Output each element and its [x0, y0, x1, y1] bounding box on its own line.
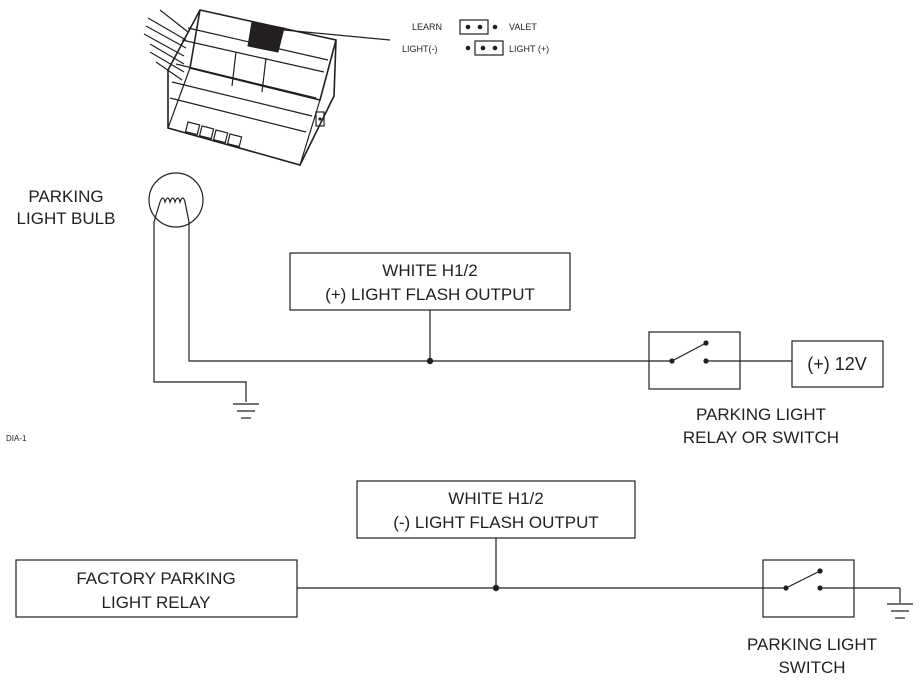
- jumper-pin: [492, 24, 498, 30]
- parking-light-bulb: [148, 172, 204, 228]
- bottom-output-line1: WHITE H1/2: [448, 489, 543, 508]
- factory-relay-box: [15, 559, 298, 618]
- bottom-output-line2: (-) LIGHT FLASH OUTPUT: [393, 513, 599, 532]
- relay-label-line1: PARKING LIGHT: [696, 405, 826, 424]
- ground-symbol: [887, 603, 913, 619]
- factory-line1: FACTORY PARKING: [76, 569, 235, 588]
- bottom-circuit: WHITE H1/2 (-) LIGHT FLASH OUTPUT FACTOR…: [15, 480, 913, 677]
- wire-harness: [143, 9, 189, 81]
- top-output-line2: (+) LIGHT FLASH OUTPUT: [325, 285, 535, 304]
- top-circuit: PARKING LIGHT BULB WHITE H1/2 (+) LIGHT …: [6, 172, 884, 447]
- valet-label: VALET: [509, 22, 537, 32]
- top-output-line1: WHITE H1/2: [382, 261, 477, 280]
- light-minus-label: LIGHT(-): [402, 44, 438, 54]
- jumper-block: [247, 21, 285, 53]
- top-output-box: [289, 252, 571, 311]
- jumper-learn-header: [459, 19, 489, 35]
- jumper-pin: [465, 45, 471, 51]
- jumper-light-header: [474, 40, 504, 56]
- bulb-label-line1: PARKING: [28, 187, 103, 206]
- power-12v-box: [791, 340, 884, 388]
- factory-line2: LIGHT RELAY: [102, 593, 211, 612]
- power-12v-label: (+) 12V: [807, 354, 867, 374]
- ground-symbol: [233, 403, 259, 419]
- jumper-legend: LEARN VALET LIGHT(-) LIGHT (+): [402, 19, 549, 56]
- jumper-pin: [492, 45, 498, 51]
- light-plus-label: LIGHT (+): [509, 44, 549, 54]
- jumper-pin: [480, 45, 486, 51]
- jumper-pin: [465, 24, 471, 30]
- alarm-module: [143, 9, 391, 166]
- figure-id: DIA-1: [6, 434, 27, 443]
- bottom-output-box: [356, 480, 636, 539]
- relay-label-line2: RELAY OR SWITCH: [683, 428, 839, 447]
- jumper-pin: [477, 24, 483, 30]
- bulb-label-line2: LIGHT BULB: [17, 209, 116, 228]
- switch-label-line2: SWITCH: [778, 658, 845, 677]
- learn-label: LEARN: [412, 22, 442, 32]
- switch-label-line1: PARKING LIGHT: [747, 635, 877, 654]
